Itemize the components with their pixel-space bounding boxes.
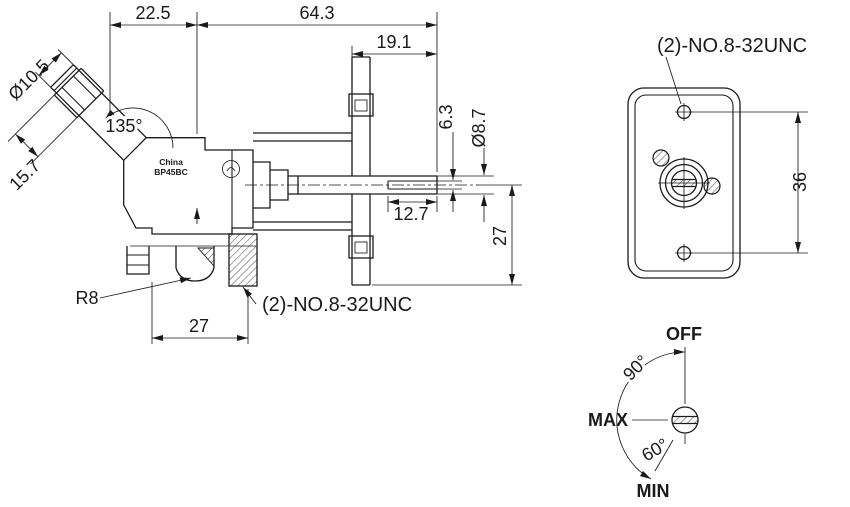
rotation-diagram: OFF MAX 90° 60° MIN [585,324,702,501]
dim-height: 27 [490,226,510,246]
screw-head-right [703,177,721,195]
csa-certification-mark-icon [222,160,240,178]
rotation-arc [616,348,686,480]
screw-head-left [652,149,670,167]
outlet-flange-section [228,233,258,287]
stem-boss [658,157,710,209]
inlet-hex-nut [53,67,105,119]
dim-stem-flat: 6.3 [436,104,456,129]
rear-body-outline [627,87,741,279]
thread-note-bottom: (2)-NO.8-32UNC [262,294,412,316]
valve-stem [245,161,478,209]
body-marking-line2: BP45BC [154,167,188,177]
dim-inlet-angle: 135° [105,116,142,136]
top-dimensions: 22.5 64.3 19.1 [109,3,438,172]
max-label: MAX [588,410,628,430]
dim-outlet-radius: R8 [75,288,98,308]
dim-stem-dia: Ø8.7 [469,108,489,147]
dim-64-3: 64.3 [299,3,334,23]
dim-stem-slot: 12.7 [393,204,428,224]
thread-note-top: (2)-NO.8-32UNC [657,35,807,57]
mounting-hole-top [675,103,693,121]
stem-dimensions: 6.3 Ø8.7 12.7 27 [372,104,522,286]
dim-hole-spacing: 36 [790,172,810,192]
bracket-slot-bottom [348,235,374,259]
min-label: MIN [637,481,670,501]
body-marking-line1: China [159,157,183,167]
outlet-rounded-boss [175,267,215,282]
angle-90-label: 90° [619,351,652,384]
section-wedge [196,247,215,268]
angle-60-label: 60° [638,434,672,465]
inlet-pipe: Ø10.5 15.7 135° [4,49,174,194]
valve-screw [671,406,699,444]
dim-22-5: 22.5 [135,3,170,23]
dim-19-1: 19.1 [376,32,411,52]
dim-outlet-width: 27 [189,316,209,336]
mounting-hole-bottom [675,244,693,262]
mounting-bracket [253,56,374,286]
dim-inlet-bore: Ø10.5 [4,55,53,104]
bracket-slot-top [348,93,374,117]
valve-outlet: R8 27 (2)-NO.8-32UNC [75,233,412,344]
dim-inlet-length: 15.7 [5,155,44,194]
rear-view: (2)-NO.8-32UNC 36 [627,35,810,279]
valve-body: China BP45BC [123,137,254,235]
outlet-hex-nut [126,246,150,275]
off-label: OFF [666,324,702,344]
